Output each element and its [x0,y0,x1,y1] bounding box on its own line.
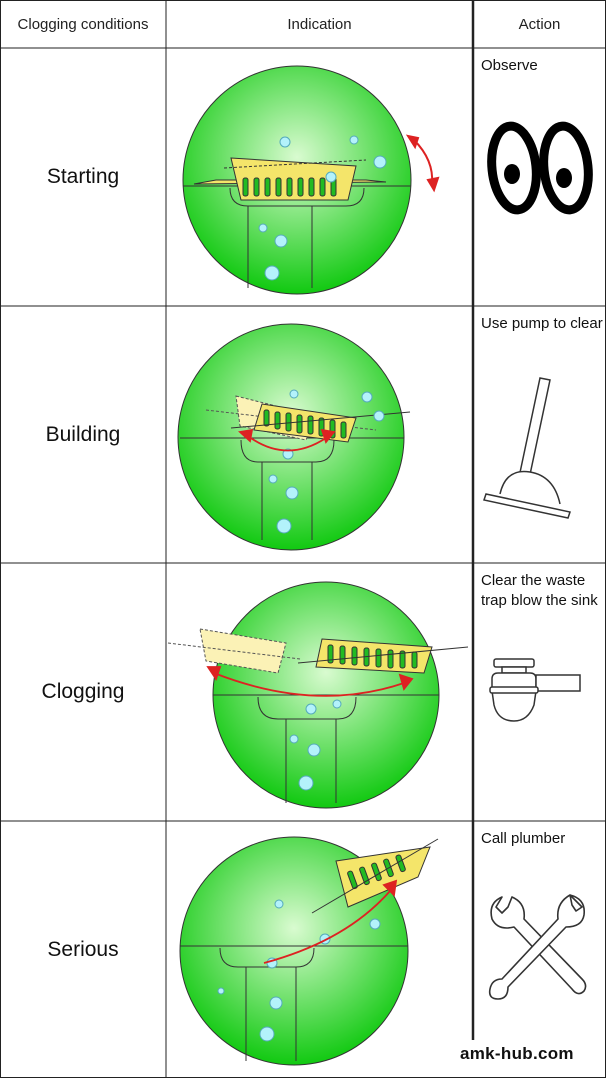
strainer [297,638,469,674]
indication-starting [182,65,440,295]
rocking-arrow [405,134,440,193]
action-clear-trap: Clear the waste trap blow the sink [481,572,598,609]
header-indication: Indication [287,15,352,33]
action-call-plumber: Call plumber [481,830,566,847]
wrenches-icon [488,894,587,1000]
condition-clogging: Clogging [41,680,125,703]
indication-serious [179,836,439,1066]
strainer-ghost [167,628,301,674]
condition-building: Building [45,422,121,446]
waste-trap-icon [489,658,581,722]
serious-arrow [263,879,398,964]
header-clogging-conditions: Clogging conditions [17,15,149,33]
pump-arrow [238,428,336,452]
action-observe: Observe [481,57,538,74]
header-action: Action [518,15,561,33]
clog-arrow [206,666,414,697]
eyes-icon [487,121,593,215]
action-use-pump: Use pump to clear [481,315,603,332]
condition-starting: Starting [46,165,120,188]
indication-clogging [167,581,469,809]
condition-serious: Serious [47,937,119,961]
strainer [193,157,387,201]
plunger-icon [483,377,571,519]
indication-building [177,323,411,551]
watermark: amk-hub.com [460,1044,574,1063]
water-circle [177,323,405,551]
strainer [311,838,439,914]
